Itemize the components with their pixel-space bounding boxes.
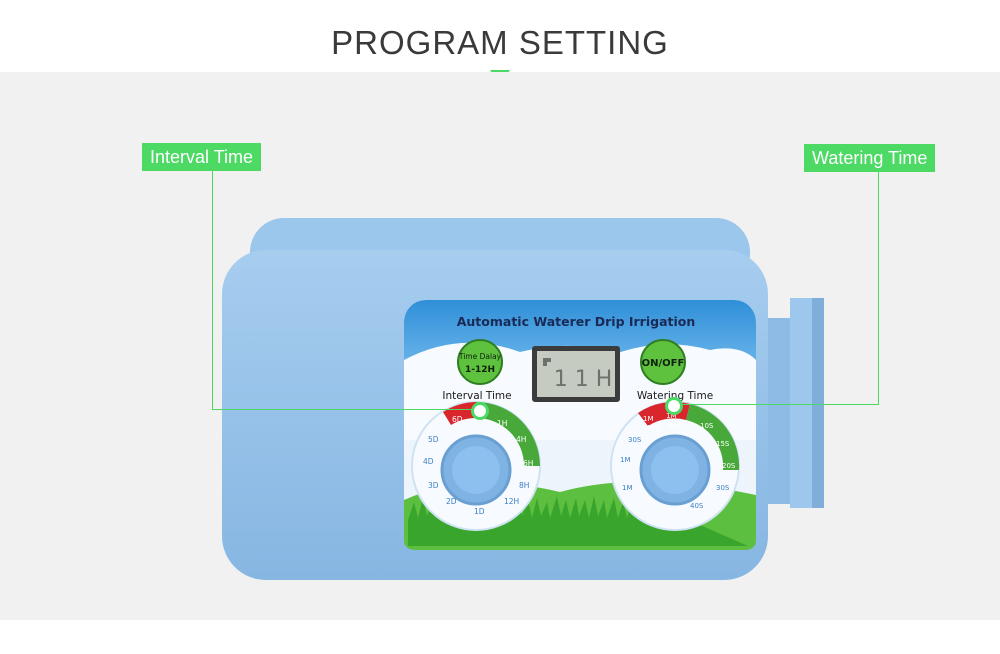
watering-tick: 50S	[668, 422, 682, 430]
page-title: PROGRAM SETTING	[331, 24, 669, 61]
watering-leader-horizontal	[675, 404, 879, 405]
interval-tick: 6H	[523, 459, 533, 468]
interval-leader-horizontal	[212, 409, 478, 410]
interval-tick: 3D	[428, 481, 439, 490]
faucet-icon	[543, 358, 551, 366]
watering-tick: 15S	[716, 440, 730, 448]
interval-tick: 2D	[446, 497, 457, 506]
interval-tick: 1H	[497, 419, 507, 428]
watering-tick: 20S	[722, 462, 736, 470]
brand-text: Automatic Waterer Drip Irrigation	[457, 314, 696, 329]
watering-dial-label: Watering Time	[637, 390, 713, 402]
interval-marker-dot	[471, 402, 489, 420]
time-delay-label-2: 1-12H	[465, 365, 495, 375]
interval-leader-vertical	[212, 170, 213, 410]
on-off-label: ON/OFF	[642, 358, 685, 369]
watering-tick: 1M	[666, 412, 677, 420]
interval-tick: 6D	[452, 415, 463, 424]
watering-tick: 1M	[622, 484, 633, 492]
irrigation-timer-device: Automatic Waterer Drip Irrigation Time D…	[222, 218, 824, 580]
watering-tick: 1M	[620, 456, 631, 464]
interval-tick: 1D	[474, 507, 485, 516]
watering-tick: 40S	[646, 424, 660, 432]
interval-tick: 8H	[519, 481, 529, 490]
on-off-button[interactable]: ON/OFF	[640, 339, 686, 385]
interval-tick: 4D	[423, 457, 434, 466]
interval-tick: 5D	[428, 435, 439, 444]
time-delay-button[interactable]: Time Dalay 1-12H	[457, 339, 503, 385]
interval-dial-label: Interval Time	[442, 390, 511, 402]
watering-tick: 30S	[716, 484, 730, 492]
lcd-display: 1 1 H	[532, 346, 620, 402]
watering-time-callout: Watering Time	[804, 144, 936, 172]
interval-tick: 12H	[504, 497, 519, 506]
interval-time-callout: Interval Time	[142, 143, 262, 171]
lcd-reading: 1 1 H	[554, 367, 613, 392]
watering-time-dial[interactable]: 1M 1M 40S 50S 10S 15S 20S 30S 40S 1M 1M …	[610, 401, 740, 531]
interval-time-dial[interactable]: 6D 1H 4H 6H 8H 12H 1D 2D 3D 4D 5D	[411, 401, 541, 531]
mounting-bracket	[768, 298, 824, 508]
watering-leader-vertical	[878, 171, 879, 405]
time-delay-label-1: Time Dalay	[458, 352, 502, 361]
watering-tick: 40S	[690, 502, 704, 510]
watering-tick: 10S	[700, 422, 714, 430]
watering-tick: 30S	[628, 436, 642, 444]
watering-marker-dot	[665, 397, 683, 415]
watering-tick: 1M	[643, 415, 654, 423]
product-stage: Automatic Waterer Drip Irrigation Time D…	[0, 72, 1000, 620]
interval-tick: 4H	[516, 435, 526, 444]
